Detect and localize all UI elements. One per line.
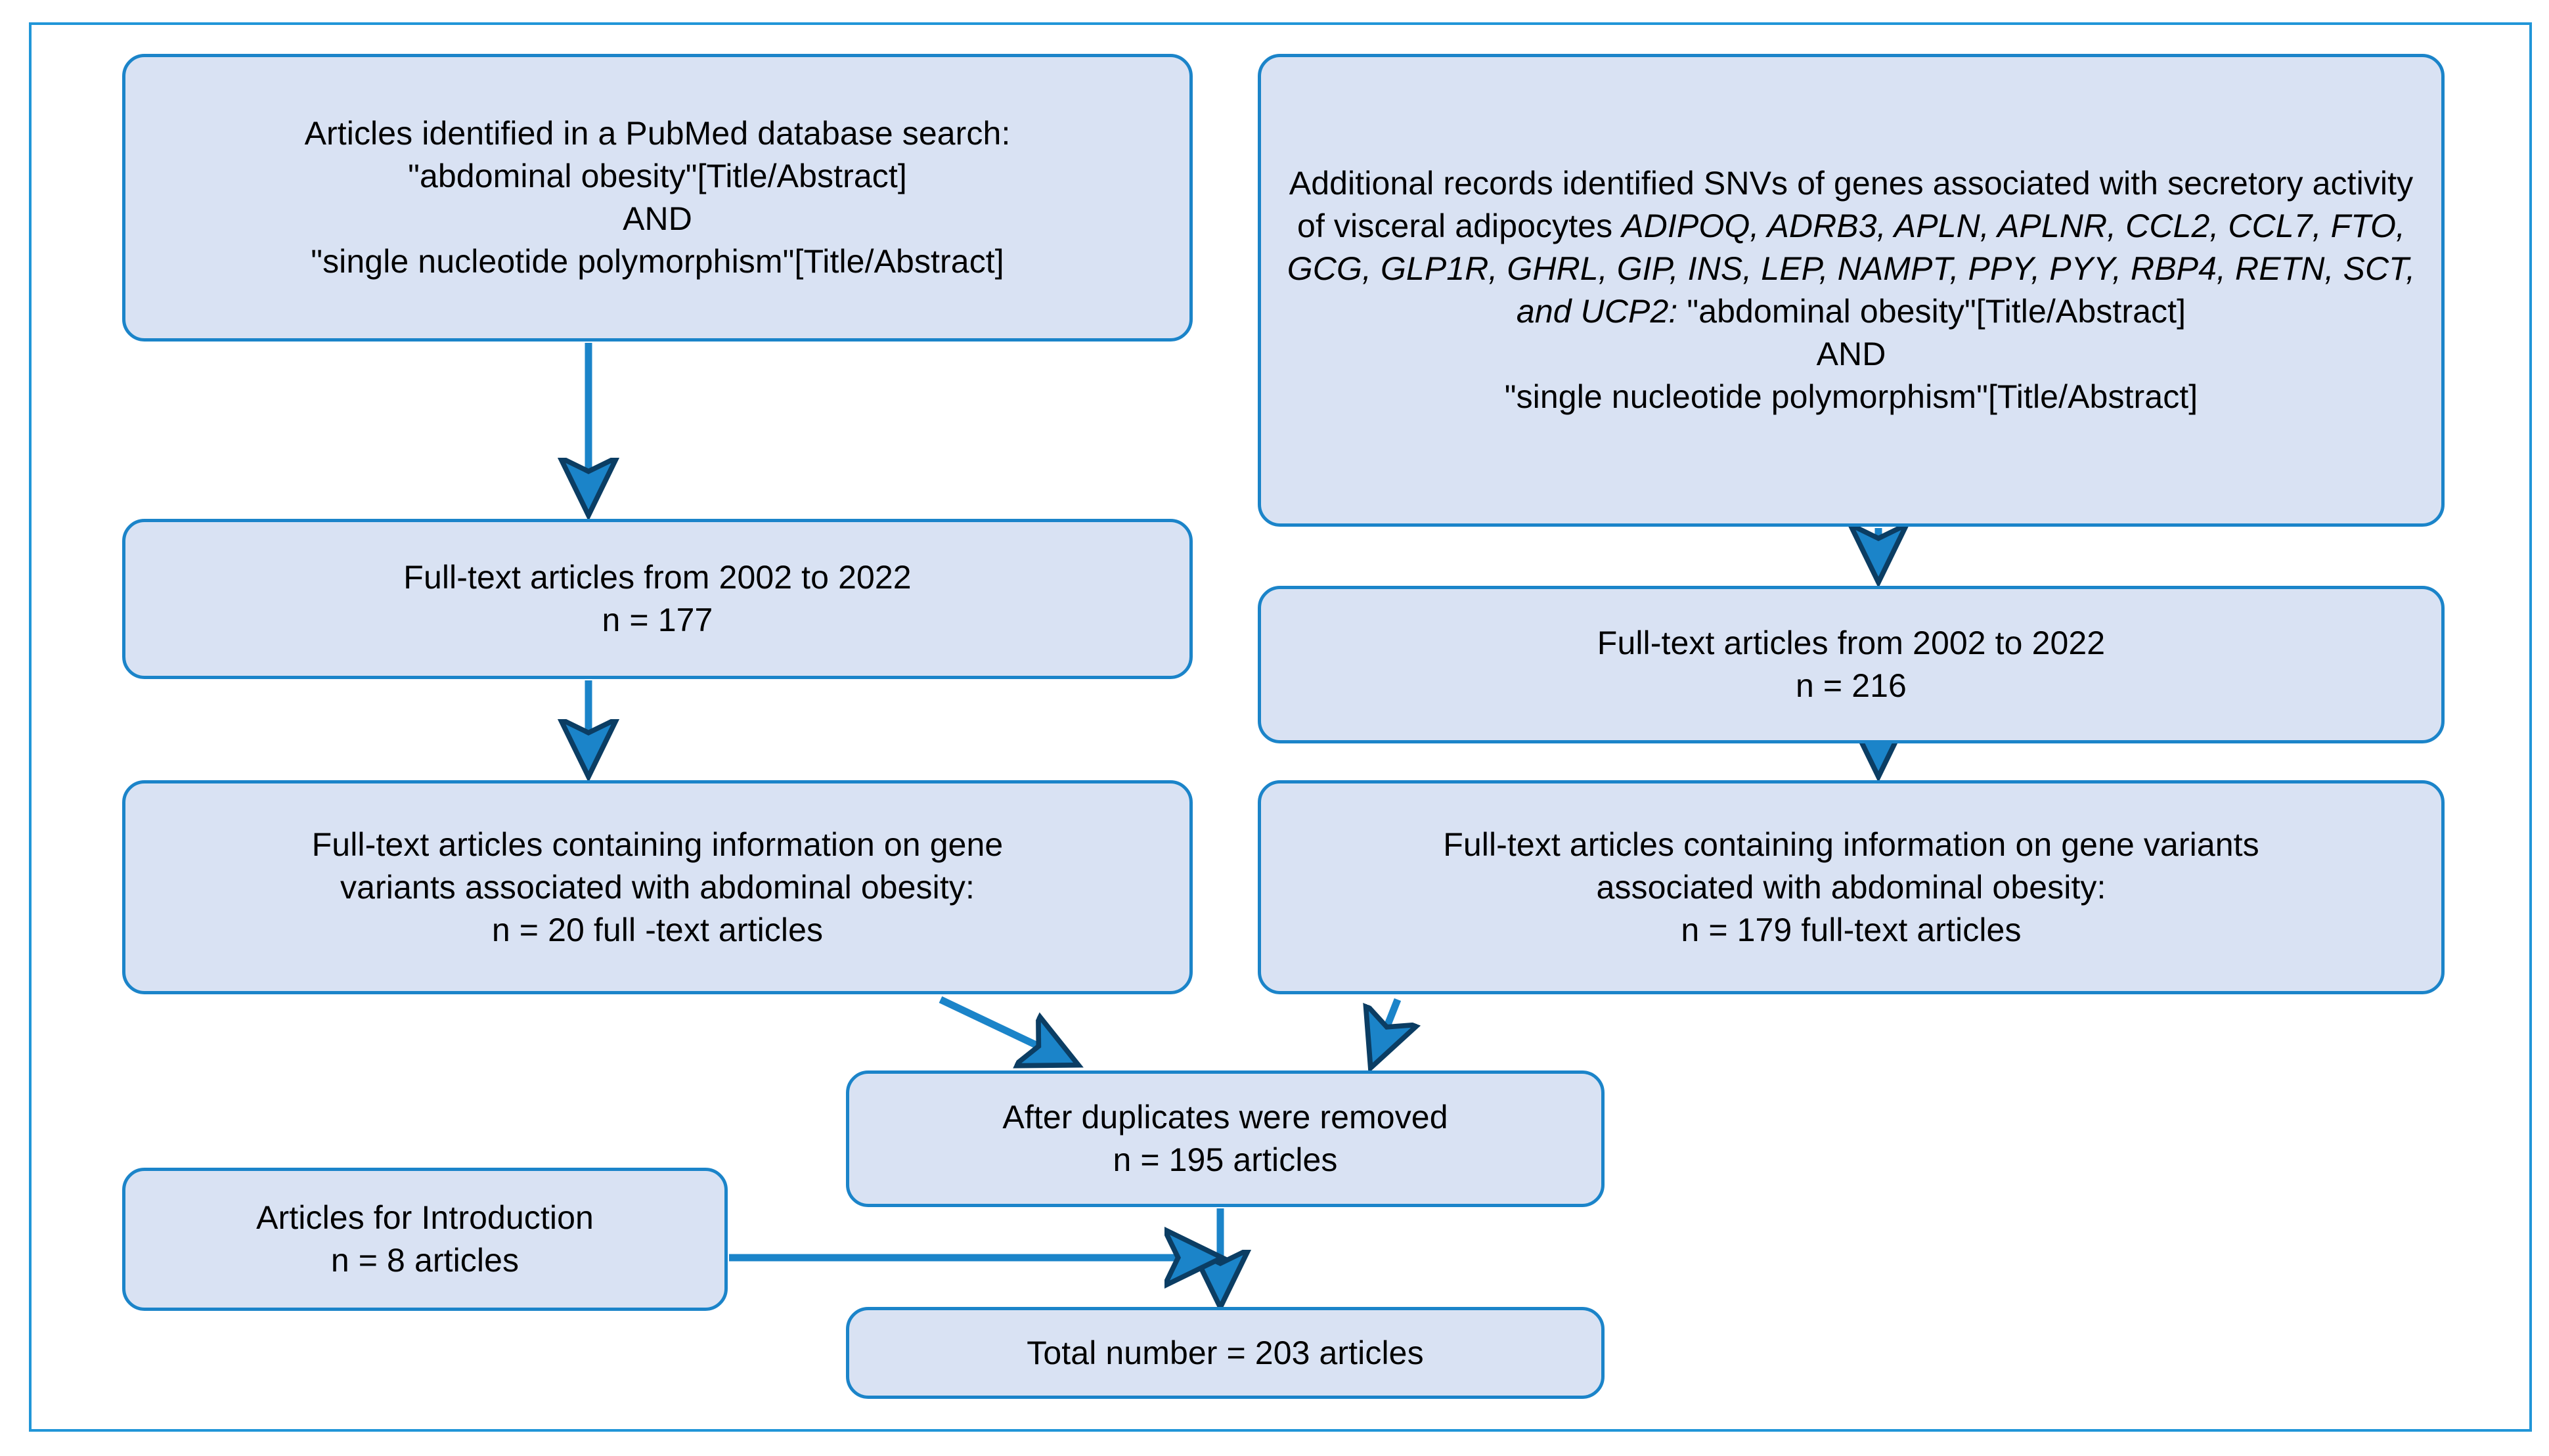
node-left-variants-text: Full-text articles containing informatio… bbox=[311, 826, 1004, 948]
node-total-number[interactable]: Total number = 203 articles bbox=[846, 1307, 1605, 1399]
node-right-fulltext-text: Full-text articles from 2002 to 2022 n =… bbox=[1597, 625, 2106, 704]
node-right-search[interactable]: Additional records identified SNVs of ge… bbox=[1258, 54, 2445, 527]
node-left-variants[interactable]: Full-text articles containing informatio… bbox=[122, 780, 1193, 994]
node-left-fulltext-text: Full-text articles from 2002 to 2022 n =… bbox=[403, 559, 912, 638]
node-right-variants[interactable]: Full-text articles containing informatio… bbox=[1258, 780, 2445, 994]
node-total-number-text: Total number = 203 articles bbox=[1027, 1334, 1424, 1371]
node-after-duplicates-text: After duplicates were removed n = 195 ar… bbox=[1002, 1099, 1448, 1178]
node-articles-for-introduction[interactable]: Articles for Introduction n = 8 articles bbox=[122, 1168, 728, 1311]
node-left-search-text: Articles identified in a PubMed database… bbox=[304, 115, 1011, 280]
node-articles-for-introduction-text: Articles for Introduction n = 8 articles bbox=[256, 1199, 594, 1279]
diagram-frame bbox=[29, 22, 2532, 1432]
node-right-fulltext[interactable]: Full-text articles from 2002 to 2022 n =… bbox=[1258, 586, 2445, 743]
node-left-fulltext[interactable]: Full-text articles from 2002 to 2022 n =… bbox=[122, 519, 1193, 679]
node-right-search-text: Additional records identified SNVs of ge… bbox=[1287, 165, 2416, 415]
gene-symbol-list: ADIPOQ, ADRB3, APLN, APLNR, CCL2, CCL7, … bbox=[1287, 208, 2416, 330]
node-right-variants-text: Full-text articles containing informatio… bbox=[1443, 826, 2259, 948]
node-left-search[interactable]: Articles identified in a PubMed database… bbox=[122, 54, 1193, 342]
node-after-duplicates[interactable]: After duplicates were removed n = 195 ar… bbox=[846, 1070, 1605, 1207]
